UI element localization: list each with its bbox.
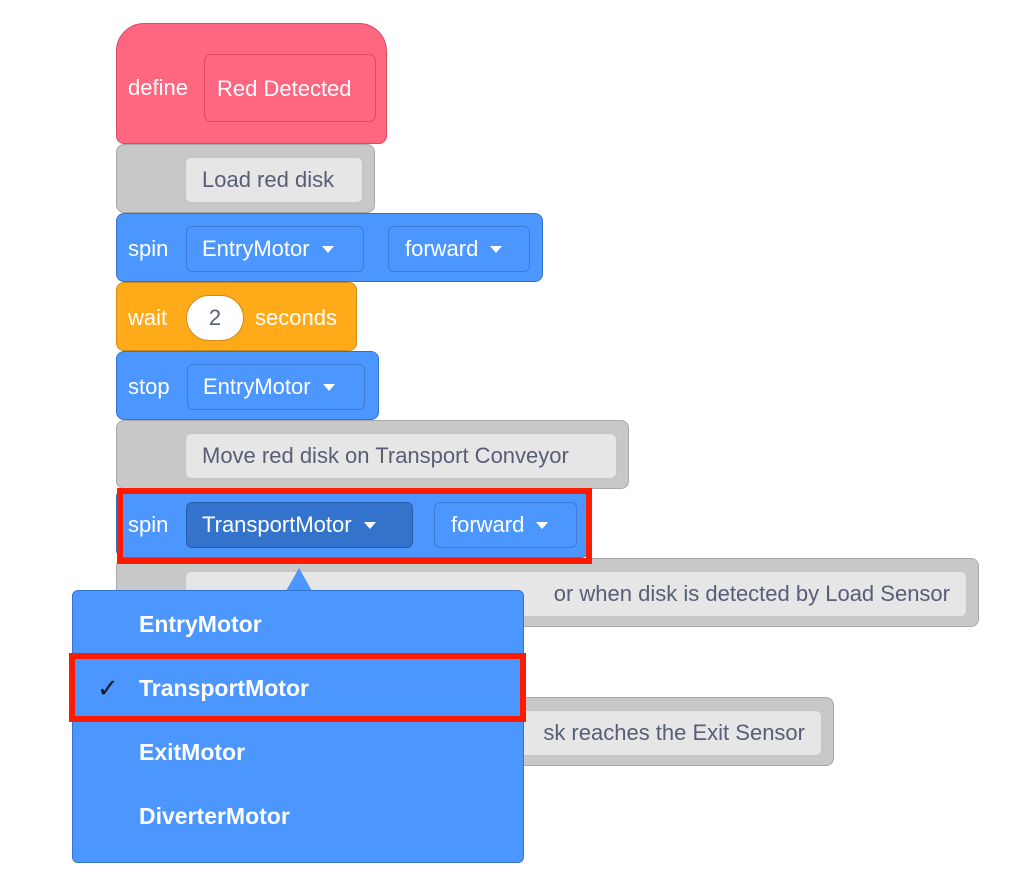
menu-item-divertermotor[interactable]: DiverterMotor	[73, 786, 523, 846]
wait-block[interactable]: wait 2 seconds	[116, 282, 357, 351]
comment-text: sk reaches the Exit Sensor	[543, 720, 805, 745]
spin-block-entry[interactable]: spin EntryMotor forward	[116, 213, 543, 282]
custom-block-name: Red Detected	[217, 76, 352, 101]
wait-seconds-input[interactable]: 2	[186, 295, 244, 341]
motor-dropdown-value: EntryMotor	[202, 236, 310, 261]
wait-keyword: wait	[128, 305, 168, 330]
custom-block-name-field[interactable]: Red Detected	[204, 54, 376, 122]
stop-block[interactable]: stop EntryMotor	[116, 351, 379, 420]
comment-text-field[interactable]: Load red disk	[185, 157, 363, 203]
motor-dropdown[interactable]: EntryMotor	[187, 364, 365, 410]
menu-item-label: EntryMotor	[139, 610, 262, 637]
comment-text: Move red disk on Transport Conveyor	[202, 443, 569, 468]
dropdown-pointer	[286, 568, 312, 591]
spin-block-transport[interactable]: spin TransportMotor forward	[116, 489, 589, 558]
motor-dropdown-value: TransportMotor	[202, 512, 352, 537]
motor-dropdown-open[interactable]: TransportMotor	[186, 502, 413, 548]
menu-item-exitmotor[interactable]: ExitMotor	[73, 722, 523, 782]
chevron-down-icon	[536, 521, 549, 529]
wait-seconds-value: 2	[208, 305, 222, 330]
stop-keyword: stop	[128, 374, 170, 399]
menu-item-entrymotor[interactable]: EntryMotor	[73, 594, 523, 654]
motor-dropdown[interactable]: EntryMotor	[186, 226, 364, 272]
spin-keyword: spin	[128, 512, 169, 537]
menu-item-transportmotor[interactable]: ✓ TransportMotor	[73, 658, 523, 718]
chevron-down-icon	[322, 383, 335, 391]
menu-item-label: ExitMotor	[139, 738, 246, 765]
direction-dropdown[interactable]: forward	[388, 226, 530, 272]
menu-item-label: TransportMotor	[139, 674, 309, 701]
comment-text: or when disk is detected by Load Sensor	[553, 581, 950, 606]
define-block[interactable]: define Red Detected	[116, 23, 387, 144]
seconds-label: seconds	[255, 305, 337, 330]
direction-dropdown[interactable]: forward	[434, 502, 577, 548]
spin-block-highlight	[117, 488, 592, 564]
chevron-down-icon	[321, 245, 334, 253]
menu-item-label: DiverterMotor	[139, 802, 290, 829]
checkmark-icon: ✓	[97, 672, 119, 703]
define-keyword: define	[128, 75, 188, 100]
comment-text-field[interactable]: Move red disk on Transport Conveyor	[185, 433, 617, 479]
direction-dropdown-value: forward	[451, 512, 525, 537]
motor-dropdown-value: EntryMotor	[203, 374, 311, 399]
direction-dropdown-value: forward	[405, 236, 479, 261]
comment-block-load-red-disk[interactable]: Load red disk	[116, 144, 375, 213]
comment-text: Load red disk	[202, 167, 335, 192]
menu-item-highlight	[69, 653, 526, 722]
chevron-down-icon	[363, 521, 376, 529]
motor-dropdown-menu: EntryMotor ✓ TransportMotor ExitMotor Di…	[72, 590, 524, 863]
chevron-down-icon	[490, 245, 503, 253]
comment-block-move-red-disk[interactable]: Move red disk on Transport Conveyor	[116, 420, 629, 489]
spin-keyword: spin	[128, 236, 169, 261]
